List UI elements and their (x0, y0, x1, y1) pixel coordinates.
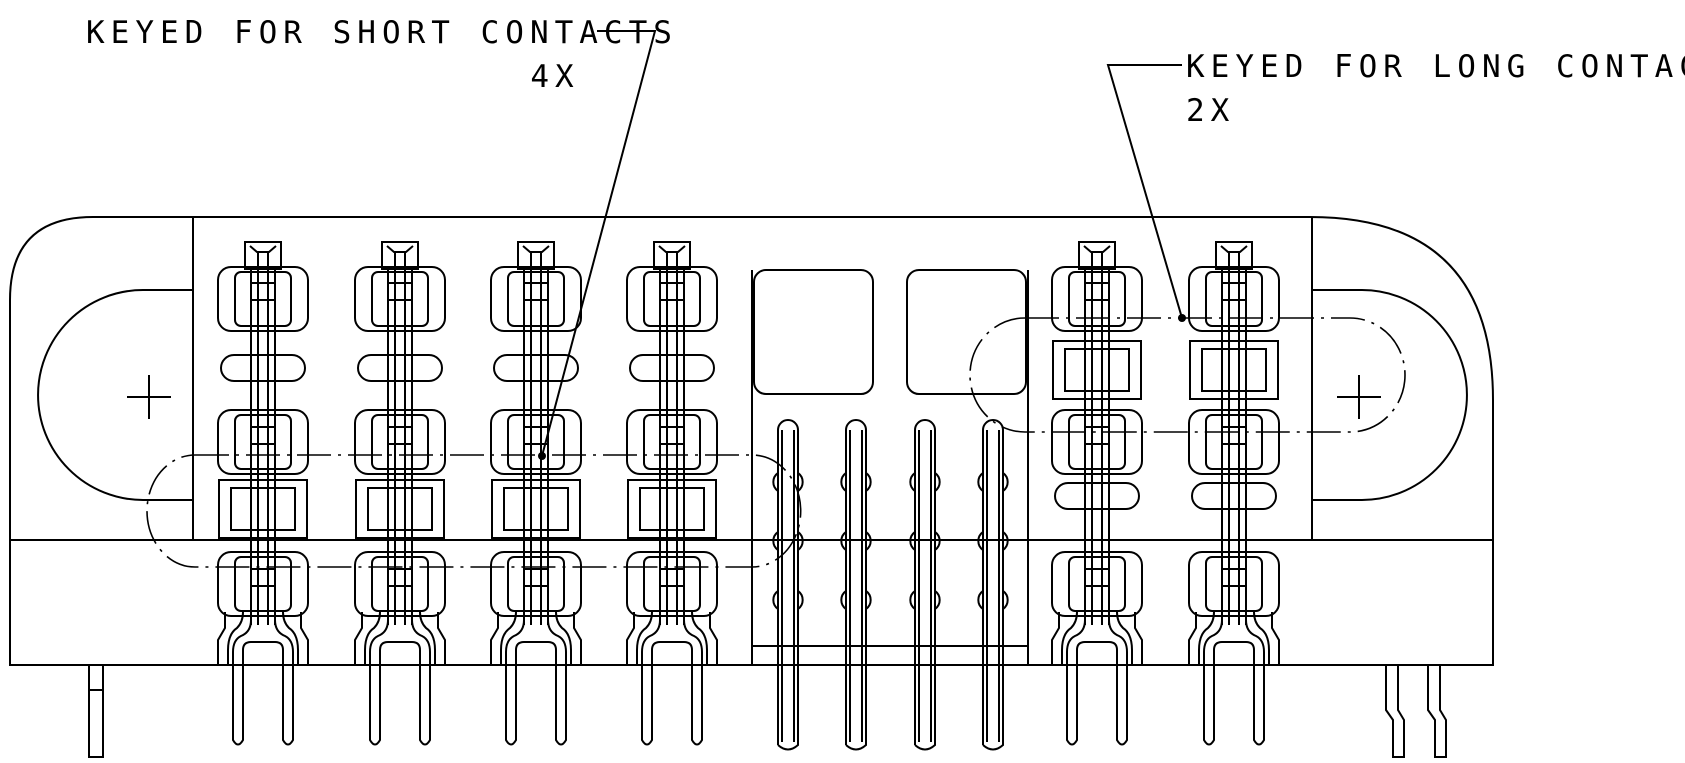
long-callout-label: KEYED FOR LONG CONTACTS (1186, 49, 1685, 85)
long-key-outline (969, 317, 1406, 433)
right-mounting-boss (1312, 289, 1468, 501)
short-callout-label: KEYED FOR SHORT CONTACTS (86, 15, 678, 51)
center-window-right (906, 269, 1027, 395)
center-pin-3 (909, 419, 941, 751)
short-callout-qty: 4X (530, 59, 579, 95)
center-pin-4 (977, 419, 1009, 751)
short-contact-module-2 (354, 241, 446, 746)
long-callout-qty: 2X (1186, 93, 1235, 129)
right-mounting-peg (1385, 665, 1447, 758)
short-contact-module-4 (626, 241, 718, 746)
center-pin-1 (772, 419, 804, 751)
short-key-outline (146, 454, 802, 568)
long-callout-leader (1106, 64, 1183, 319)
center-pin-2 (840, 419, 872, 751)
center-window-left (753, 269, 874, 395)
short-callout-dot (538, 452, 546, 460)
short-callout-leader (541, 30, 657, 457)
long-contact-module-2 (1188, 241, 1280, 746)
short-contact-module-3 (490, 241, 582, 746)
short-contact-module-1 (217, 241, 309, 746)
left-mounting-boss (37, 289, 193, 501)
housing-outline (9, 216, 1494, 666)
left-mounting-peg (88, 664, 104, 758)
long-contact-module-1 (1051, 241, 1143, 746)
long-callout-dot (1178, 314, 1186, 322)
